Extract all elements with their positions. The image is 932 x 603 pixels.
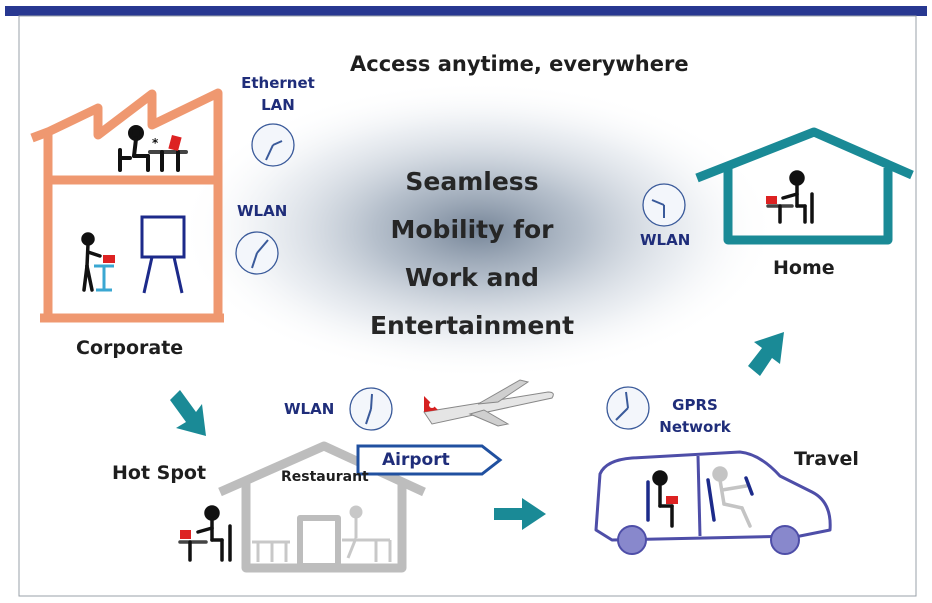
corporate-laptop-top [168, 134, 182, 152]
car-laptop [666, 496, 678, 504]
car-passenger [646, 470, 674, 528]
corporate-laptop-bottom [103, 255, 115, 263]
wlan-corporate-label: WLAN [237, 202, 288, 220]
corporate-worker-top [118, 125, 188, 172]
wlan-airport-clock-icon [349, 387, 393, 431]
ethernet-clock-icon [251, 123, 295, 167]
car-front-wheel [617, 525, 647, 555]
center-text-block: Seamless Mobility for Work and Entertain… [342, 158, 602, 350]
restaurant-building [218, 441, 426, 573]
arrow-travel-to-home [748, 332, 784, 376]
airplane-icon [423, 379, 554, 427]
ethernet-lan-label: Ethernet LAN [233, 72, 323, 116]
wlan-home-label: WLAN [640, 231, 691, 249]
car-driver [706, 466, 754, 528]
corporate-worker-bottom [81, 232, 102, 292]
wlan-home-clock-icon [642, 183, 686, 227]
top-bar [5, 6, 927, 16]
airport-label: Airport [382, 450, 450, 470]
hot-spot-label: Hot Spot [112, 462, 207, 484]
asterisk-mark: * [152, 136, 159, 150]
center-line-4: Entertainment [369, 311, 575, 340]
gprs-network-label: GPRS Network [650, 394, 740, 438]
frame [18, 15, 917, 597]
arrow-corporate-to-hotspot [170, 390, 206, 436]
center-line-3: Work and [404, 263, 540, 292]
hotspot-laptop [180, 530, 191, 539]
home-laptop [766, 196, 777, 204]
center-line-1: Seamless [405, 167, 539, 196]
home-label: Home [773, 257, 835, 279]
header-title: Access anytime, everywhere [350, 52, 689, 76]
network-label: Network [659, 418, 731, 436]
travel-label: Travel [794, 448, 859, 470]
wlan-corporate-clock-icon [235, 231, 279, 275]
corporate-label: Corporate [76, 337, 184, 359]
corporate-desk-stand [94, 264, 114, 292]
center-line-2: Mobility for [390, 215, 554, 244]
restaurant-label: Restaurant [281, 469, 369, 485]
car-rear-wheel [770, 525, 800, 555]
center-cloud [178, 80, 778, 380]
gprs-label: GPRS [672, 396, 718, 414]
home-worker [766, 170, 814, 224]
flipchart [140, 215, 186, 294]
corporate-building [30, 88, 224, 323]
hotspot-worker [178, 505, 232, 562]
arrow-hotspot-to-travel [494, 498, 546, 530]
car [594, 450, 832, 542]
ethernet-label: Ethernet [241, 74, 315, 92]
wlan-airport-label: WLAN [284, 400, 335, 418]
lan-label: LAN [261, 96, 295, 114]
gprs-clock-icon [606, 386, 650, 430]
airport-sign [356, 444, 503, 476]
home-building [695, 127, 914, 245]
restaurant-furniture [252, 505, 392, 562]
